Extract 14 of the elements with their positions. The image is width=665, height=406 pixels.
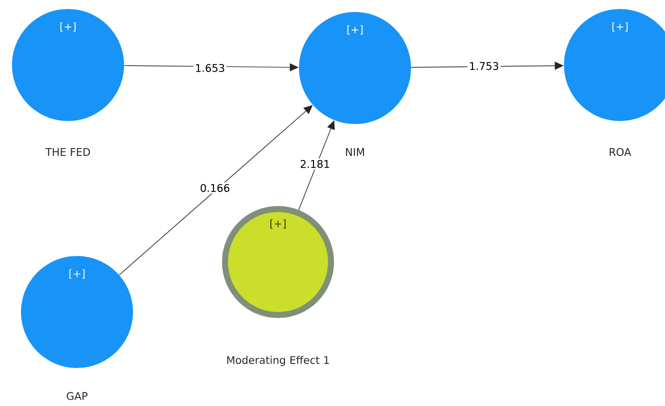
expand-marker: [+] bbox=[69, 269, 85, 279]
expand-marker: [+] bbox=[612, 22, 628, 32]
node-label: Moderating Effect 1 bbox=[227, 356, 329, 366]
node-label: GAP bbox=[66, 392, 88, 400]
edge-label: 0.166 bbox=[198, 182, 232, 194]
expand-marker: [+] bbox=[60, 22, 76, 32]
expand-marker: [+] bbox=[270, 219, 286, 229]
node-label: THE FED bbox=[45, 148, 90, 156]
edge-label: 1.753 bbox=[467, 60, 501, 72]
edge-label: 1.653 bbox=[193, 62, 227, 74]
expand-marker: [+] bbox=[347, 25, 363, 35]
node-label: NIM bbox=[346, 148, 364, 156]
edge-label: 2.181 bbox=[298, 158, 332, 170]
node-label: ROA bbox=[610, 148, 632, 156]
